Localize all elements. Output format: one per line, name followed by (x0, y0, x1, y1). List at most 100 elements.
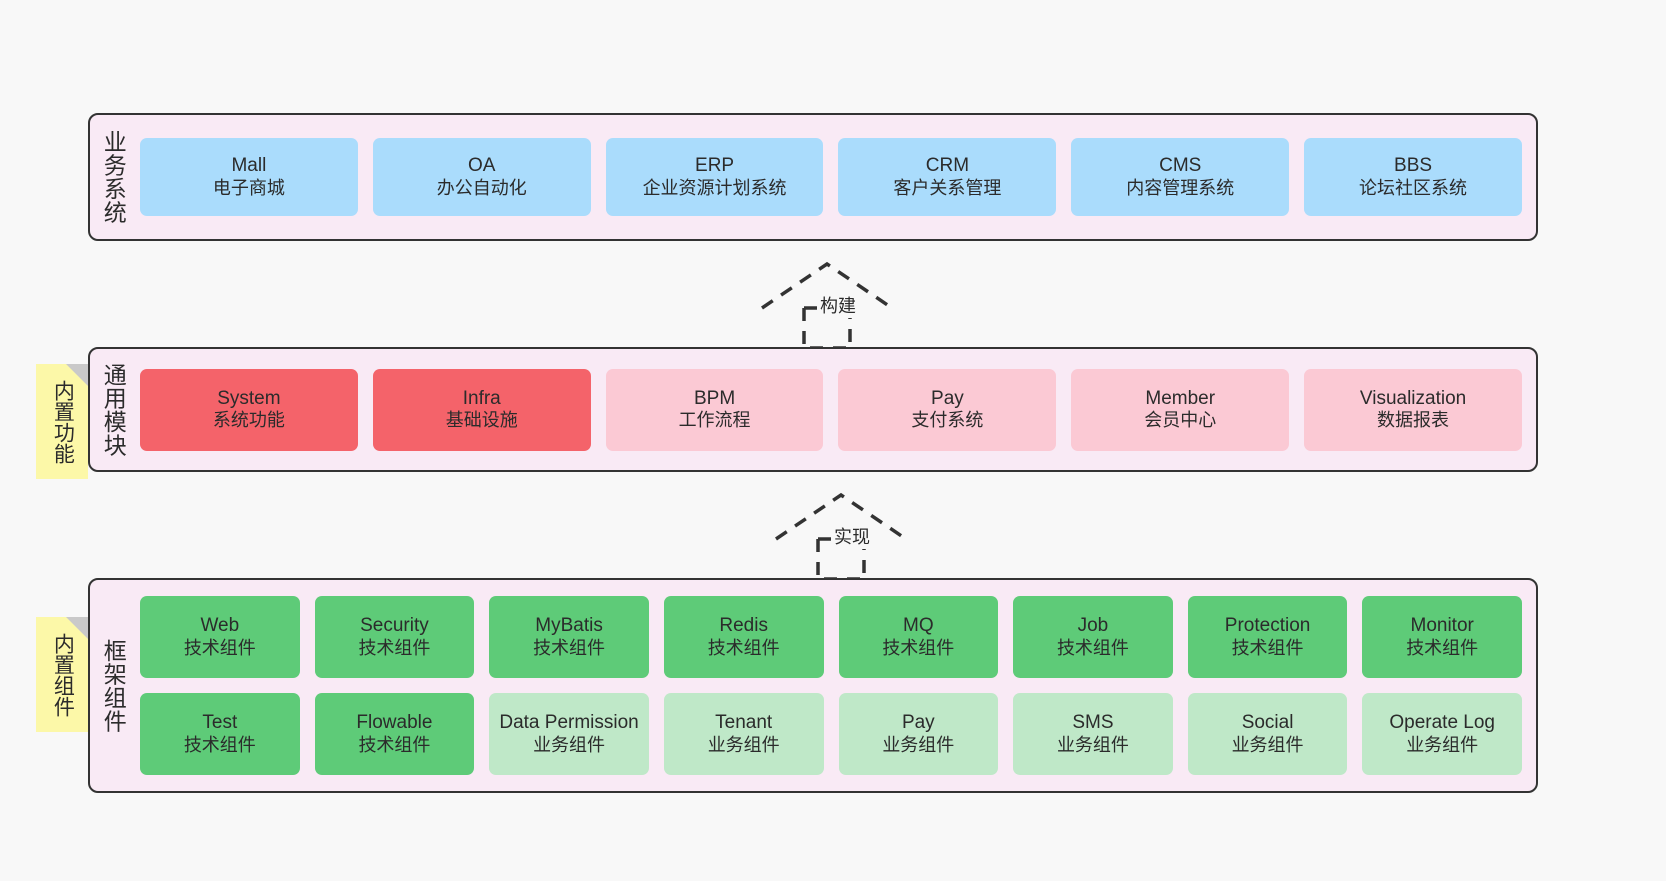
module-name-cn: 基础设施 (445, 410, 518, 431)
layer-framework-component: 框架组件 Web 技术组件 Security 技术组件 MyBatis 技术组件… (88, 578, 1538, 793)
component-box-mq[interactable]: MQ 技术组件 (838, 596, 999, 678)
component-box-flowable[interactable]: Flowable 技术组件 (314, 693, 475, 775)
component-type-cn: 技术组件 (533, 637, 606, 658)
module-name-en: CRM (925, 155, 970, 177)
module-name-cn: 会员中心 (1144, 410, 1217, 431)
module-name-en: Mall (231, 155, 267, 177)
component-name-en: Test (202, 712, 238, 734)
component-type-cn: 业务组件 (533, 734, 606, 755)
component-name-en: Social (1241, 712, 1294, 734)
module-name-cn: 客户关系管理 (893, 177, 1002, 198)
component-name-en: Job (1077, 615, 1109, 637)
layer-common-module: 通用模块 System 系统功能 Infra 基础设施 BPM 工作流程 Pay… (88, 347, 1538, 472)
module-name-en: Pay (931, 387, 964, 409)
connector-label-build: 构建 (818, 292, 858, 318)
layer-business-system: 业务系统 Mall 电子商城 OA 办公自动化 ERP 企业资源计划系统 CRM… (88, 113, 1538, 241)
module-box-system[interactable]: System 系统功能 (140, 368, 358, 451)
component-box-monitor[interactable]: Monitor 技术组件 (1362, 596, 1522, 678)
note-label: 内置组件 (51, 632, 75, 717)
module-name-cn: 内容管理系统 (1126, 177, 1235, 198)
component-type-cn: 技术组件 (707, 637, 780, 658)
framework-component-row-technical: Web 技术组件 Security 技术组件 MyBatis 技术组件 Redi… (140, 596, 1522, 678)
module-box-erp[interactable]: ERP 企业资源计划系统 (605, 138, 824, 216)
component-name-en: Tenant (715, 712, 773, 734)
module-name-en: BPM (693, 387, 736, 409)
component-type-cn: 业务组件 (1231, 734, 1304, 755)
module-box-pay[interactable]: Pay 支付系统 (838, 368, 1057, 451)
module-name-en: ERP (695, 155, 735, 177)
connector-label-implement: 实现 (832, 523, 872, 549)
module-box-visualization[interactable]: Visualization 数据报表 (1304, 368, 1522, 451)
framework-component-row-business: Test 技术组件 Flowable 技术组件 Data Permission … (140, 693, 1522, 775)
component-box-web[interactable]: Web 技术组件 (140, 596, 300, 678)
module-name-cn: 数据报表 (1377, 410, 1450, 431)
module-name-en: BBS (1394, 155, 1433, 177)
module-box-mall[interactable]: Mall 电子商城 (140, 138, 358, 216)
module-box-member[interactable]: Member 会员中心 (1071, 368, 1290, 451)
note-builtin-function: 内置功能 (36, 364, 88, 479)
module-name-cn: 企业资源计划系统 (642, 177, 787, 198)
component-type-cn: 业务组件 (707, 734, 780, 755)
business-system-row: Mall 电子商城 OA 办公自动化 ERP 企业资源计划系统 CRM 客户关系… (140, 138, 1522, 216)
component-name-en: MyBatis (535, 615, 603, 637)
component-box-sms[interactable]: SMS 业务组件 (1013, 693, 1173, 775)
component-type-cn: 技术组件 (358, 637, 431, 658)
component-type-cn: 业务组件 (882, 734, 955, 755)
module-name-cn: 工作流程 (678, 410, 751, 431)
component-name-en: Data Permission (499, 712, 639, 734)
component-type-cn: 业务组件 (1406, 734, 1479, 755)
component-type-cn: 技术组件 (183, 734, 256, 755)
module-name-en: OA (468, 155, 496, 177)
layer-body-business-system: Mall 电子商城 OA 办公自动化 ERP 企业资源计划系统 CRM 客户关系… (136, 115, 1536, 239)
component-box-pay[interactable]: Pay 业务组件 (838, 693, 999, 775)
module-box-cms[interactable]: CMS 内容管理系统 (1071, 138, 1290, 216)
note-fold-corner (66, 364, 88, 386)
module-box-bbs[interactable]: BBS 论坛社区系统 (1304, 138, 1522, 216)
note-fold-corner (66, 617, 88, 639)
component-name-en: Pay (901, 712, 935, 734)
component-box-tenant[interactable]: Tenant 业务组件 (663, 693, 824, 775)
connector-implement: 实现 (772, 489, 912, 581)
component-box-social[interactable]: Social 业务组件 (1187, 693, 1348, 775)
module-name-cn: 系统功能 (212, 410, 285, 431)
layer-title-business-system: 业务系统 (100, 130, 127, 224)
component-box-job[interactable]: Job 技术组件 (1013, 596, 1173, 678)
component-box-data-permission[interactable]: Data Permission 业务组件 (489, 693, 649, 775)
component-type-cn: 技术组件 (882, 637, 955, 658)
module-box-infra[interactable]: Infra 基础设施 (372, 368, 591, 451)
module-box-oa[interactable]: OA 办公自动化 (372, 138, 591, 216)
component-name-en: Operate Log (1389, 712, 1495, 734)
common-module-row: System 系统功能 Infra 基础设施 BPM 工作流程 Pay 支付系统… (140, 368, 1522, 451)
component-name-en: SMS (1072, 712, 1114, 734)
component-box-protection[interactable]: Protection 技术组件 (1187, 596, 1348, 678)
component-box-mybatis[interactable]: MyBatis 技术组件 (489, 596, 649, 678)
component-type-cn: 技术组件 (1406, 637, 1479, 658)
module-name-cn: 电子商城 (212, 177, 285, 198)
module-box-bpm[interactable]: BPM 工作流程 (605, 368, 824, 451)
component-name-en: Security (360, 615, 429, 637)
component-box-security[interactable]: Security 技术组件 (314, 596, 475, 678)
note-label: 内置功能 (51, 379, 75, 464)
component-name-en: Redis (719, 615, 768, 637)
module-box-crm[interactable]: CRM 客户关系管理 (838, 138, 1057, 216)
component-type-cn: 技术组件 (183, 637, 256, 658)
component-type-cn: 技术组件 (358, 734, 431, 755)
module-name-en: Member (1145, 387, 1216, 409)
arrowhead-chevron (761, 261, 893, 310)
module-name-en: Visualization (1359, 387, 1467, 409)
module-name-en: CMS (1159, 155, 1202, 177)
module-name-cn: 支付系统 (911, 410, 984, 431)
component-box-redis[interactable]: Redis 技术组件 (663, 596, 824, 678)
layer-body-framework-component: Web 技术组件 Security 技术组件 MyBatis 技术组件 Redi… (136, 580, 1536, 791)
arrowhead-chevron (775, 492, 907, 541)
module-name-en: System (217, 387, 281, 409)
layer-title-framework-component: 框架组件 (100, 638, 127, 733)
component-box-operate-log[interactable]: Operate Log 业务组件 (1362, 693, 1522, 775)
component-name-en: Monitor (1410, 615, 1474, 637)
module-name-en: Infra (462, 387, 501, 409)
note-builtin-component: 内置组件 (36, 617, 88, 732)
component-name-en: Flowable (356, 712, 433, 734)
connector-build: 构建 (758, 258, 898, 350)
component-box-test[interactable]: Test 技术组件 (140, 693, 300, 775)
